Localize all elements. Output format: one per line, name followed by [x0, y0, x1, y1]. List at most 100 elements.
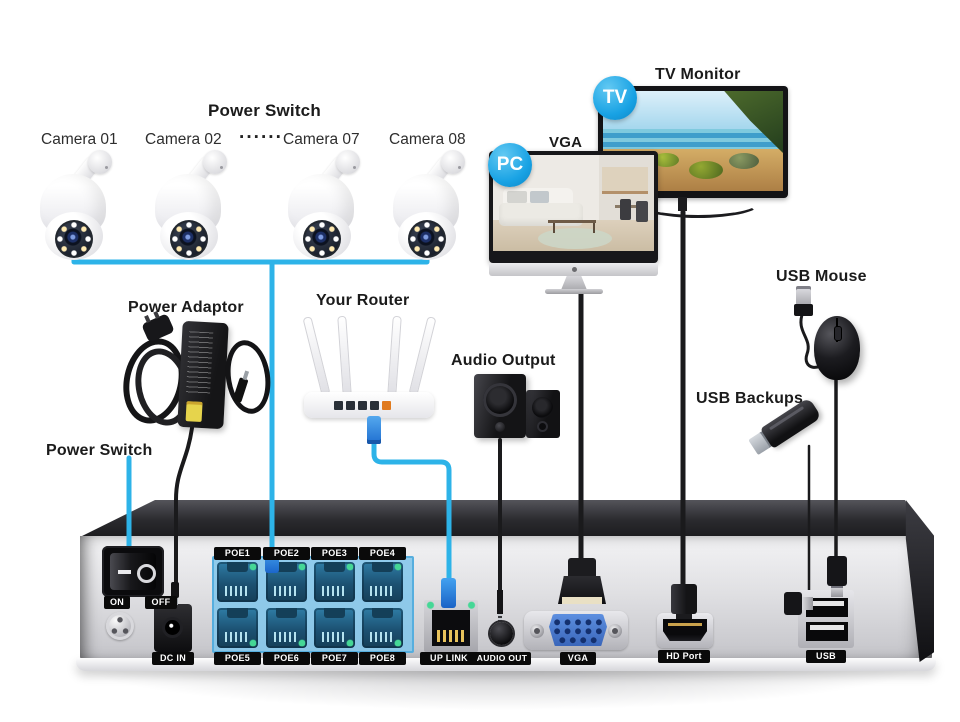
pc-chin: [489, 263, 658, 276]
cable-camera-bus: [71, 243, 430, 265]
camera-07-label: Camera 07: [283, 131, 360, 148]
pc-screen-cushion: [530, 191, 550, 203]
dc-in-label: DC IN: [152, 652, 194, 665]
dc-in-jack: [154, 604, 192, 652]
cable-adaptor-dc: [174, 426, 194, 586]
adaptor-ac-plug: [141, 313, 175, 343]
adaptor-dc-cord-coil: [221, 337, 275, 417]
router-antenna: [337, 315, 352, 397]
audio-out-label: AUDIO OUT: [473, 652, 531, 665]
router-lan-port: [346, 401, 355, 410]
router-antenna: [302, 316, 331, 396]
speaker-woofer: [483, 383, 517, 417]
camera-mount-plate: [88, 150, 112, 174]
camera-mount-plate: [336, 150, 360, 174]
speaker-tweeter: [495, 422, 505, 432]
router: [300, 314, 440, 444]
uplink-port-hole: [432, 610, 470, 646]
camera-01-label: Camera 01: [41, 131, 118, 148]
ground-screw: [106, 612, 134, 640]
uplink-label: UP LINK: [420, 652, 478, 665]
speaker-tweeter: [539, 423, 546, 430]
poe7-label: POE7: [311, 652, 358, 665]
camera-01: [28, 150, 120, 262]
pc-monitor: [489, 151, 658, 294]
camera-mount-plate: [203, 150, 227, 174]
audio-out-jack: [490, 622, 513, 645]
tv-monitor-label: TV Monitor: [655, 66, 741, 83]
usb-plug-left: [784, 592, 813, 615]
router-wan-port: [382, 401, 391, 410]
tv-screen-rock: [689, 161, 724, 179]
poe4-label: POE4: [359, 547, 406, 560]
speaker-large: [474, 374, 526, 438]
pc-screen: [493, 155, 654, 251]
camera-07: [276, 150, 368, 262]
adaptor-spec-sticker: [185, 331, 214, 397]
vga-screw-left: [530, 624, 544, 638]
camera-lens-face: [303, 220, 341, 258]
vga-monitor-label: VGA: [549, 134, 583, 151]
pc-stand-base: [545, 289, 603, 294]
usb-mouse: [790, 284, 870, 388]
camera-lens-face: [170, 220, 208, 258]
router-antenna: [387, 315, 402, 397]
usb-mouse-label: USB Mouse: [776, 268, 867, 285]
tv-badge: TV: [593, 76, 637, 120]
vga-port: [549, 614, 607, 646]
cable-router-uplink: [371, 437, 452, 585]
power-switch-heading: Power Switch: [208, 101, 321, 120]
speaker-woofer: [532, 397, 553, 418]
usb-slot-top: [806, 598, 848, 617]
pc-screen-coffee-table: [547, 220, 597, 234]
tv-screen-rock: [653, 153, 680, 167]
pc-badge: PC: [488, 143, 532, 187]
camera-08: [381, 150, 473, 262]
poe1-port: [217, 562, 258, 602]
audio-output-label: Audio Output: [451, 352, 556, 369]
poe6-port: [266, 608, 307, 648]
adaptor-warning-sticker: [185, 401, 203, 422]
poe4-port: [362, 562, 403, 602]
poe5-port: [217, 608, 258, 648]
router-body: [304, 392, 434, 418]
your-router-label: Your Router: [316, 292, 410, 309]
router-lan-port: [370, 401, 379, 410]
audio-speakers: [468, 372, 564, 444]
speaker-small: [526, 390, 560, 438]
vga-screw-right: [608, 624, 622, 638]
power-switch-label: Power Switch: [46, 442, 153, 459]
vga-plug: [558, 576, 606, 604]
adaptor-brick: [177, 320, 229, 430]
pc-screen-cushion: [507, 191, 527, 203]
tv-stand-base: [634, 186, 762, 218]
on-label: ON: [104, 596, 130, 609]
router-ethernet-plug: [367, 416, 381, 444]
usb-plug-top: [827, 556, 847, 597]
hdmi-port: [663, 619, 707, 641]
poe3-port: [314, 562, 355, 602]
pc-screen-kitchen: [602, 166, 648, 195]
camera-02-label: Camera 02: [145, 131, 222, 148]
poe3-label: POE3: [311, 547, 358, 560]
vga-port-label: VGA: [560, 652, 596, 665]
nvr-top-surface: [80, 500, 932, 537]
pc-stand: [561, 276, 587, 290]
mouse-body: [814, 316, 860, 380]
mouse-usb-connector: [796, 286, 811, 305]
vga-plug-strain: [568, 558, 596, 580]
camera-08-label: Camera 08: [389, 131, 466, 148]
camera-lens-face: [55, 220, 93, 258]
tv-screen-rock: [729, 153, 759, 169]
mouse-usb-connector-body: [794, 304, 813, 316]
router-antenna: [408, 316, 437, 396]
pc-screen-chair: [620, 199, 632, 221]
rocker-on-mark: [118, 570, 131, 574]
camera-02: [143, 150, 235, 262]
hdmi-plug: [671, 584, 697, 622]
camera-mount-plate: [441, 150, 465, 174]
audio-plug: [497, 590, 503, 623]
usb-backups-label: USB Backups: [696, 390, 804, 407]
rocker-off-mark: [137, 564, 156, 583]
